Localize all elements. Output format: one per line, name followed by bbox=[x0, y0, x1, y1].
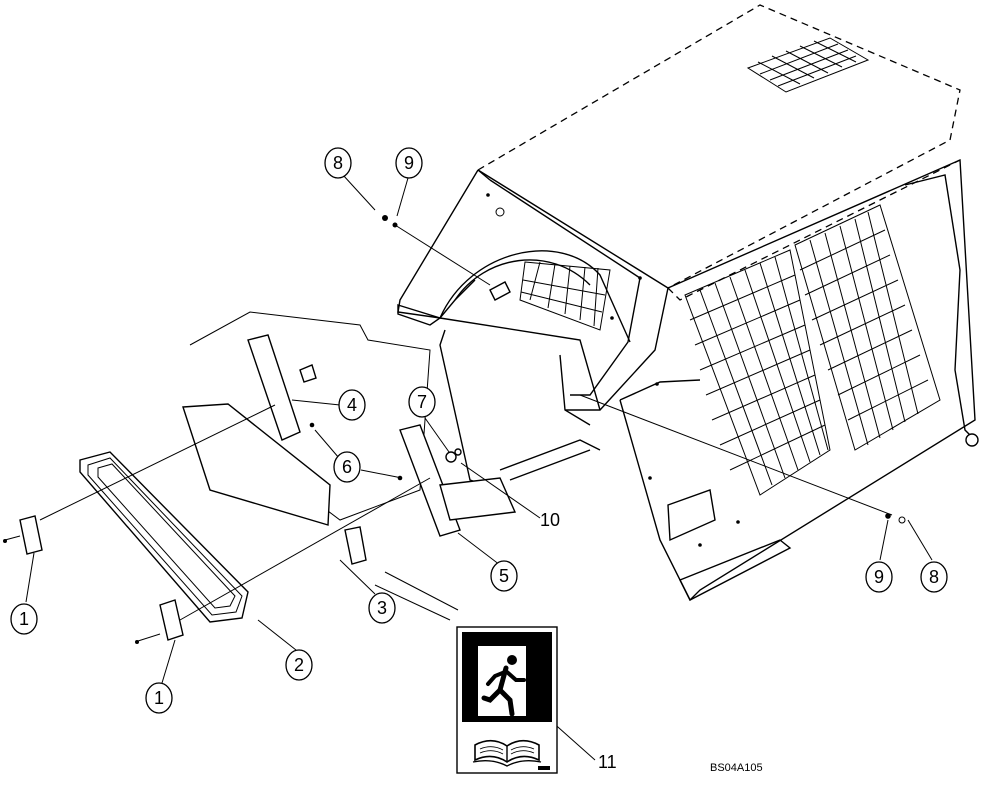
callout-8-right: 8 bbox=[920, 561, 948, 593]
retainer-1a bbox=[19, 515, 43, 555]
callout-1-left: 1 bbox=[10, 603, 38, 635]
callout-label: 3 bbox=[377, 598, 387, 618]
callout-label: 1 bbox=[154, 688, 164, 708]
callout-7: 7 bbox=[408, 386, 436, 418]
callout-label: 9 bbox=[404, 153, 414, 173]
exit-decal bbox=[456, 626, 558, 774]
callout-6: 6 bbox=[333, 451, 361, 483]
callout-label: 8 bbox=[929, 567, 939, 587]
callout-label: 1 bbox=[19, 609, 29, 629]
callout-2: 2 bbox=[285, 649, 313, 681]
roof-vent bbox=[746, 37, 870, 93]
callout-label: 5 bbox=[499, 566, 509, 586]
callout-label: 2 bbox=[294, 655, 304, 675]
manual-book-icon bbox=[472, 739, 542, 767]
glass-pane bbox=[182, 403, 331, 526]
clip-4 bbox=[299, 364, 317, 383]
callout-3: 3 bbox=[368, 592, 396, 624]
callout-label: 10 bbox=[540, 510, 560, 530]
callout-label: 11 bbox=[598, 752, 617, 772]
callout-10: 10 bbox=[540, 510, 560, 530]
callout-9-right: 9 bbox=[865, 561, 893, 593]
retainer-1b bbox=[159, 599, 184, 641]
callout-label: 9 bbox=[874, 567, 884, 587]
seal-outline bbox=[189, 311, 431, 521]
callout-8-top: 8 bbox=[324, 147, 352, 179]
callout-9-top: 9 bbox=[395, 147, 423, 179]
callout-4: 4 bbox=[338, 389, 366, 421]
side-grille-left bbox=[684, 249, 831, 496]
bracket-10 bbox=[439, 477, 517, 521]
drawing-code: BS04A105 bbox=[710, 762, 763, 774]
window-frame bbox=[79, 451, 249, 623]
cab-window-mesh bbox=[519, 261, 611, 331]
callout-1-bottom: 1 bbox=[145, 682, 173, 714]
callout-label: 7 bbox=[417, 392, 427, 412]
strip-4 bbox=[247, 334, 301, 441]
cab-frame bbox=[397, 4, 979, 602]
callout-label: 8 bbox=[333, 153, 343, 173]
callout-11: 11 bbox=[598, 752, 617, 772]
callout-label: 6 bbox=[342, 457, 352, 477]
nut-7 bbox=[445, 451, 457, 463]
running-person-icon bbox=[481, 655, 526, 717]
strip-5 bbox=[399, 424, 461, 537]
callout-label: 4 bbox=[347, 395, 357, 415]
side-grille-right bbox=[794, 204, 941, 451]
callout-5: 5 bbox=[490, 560, 518, 592]
